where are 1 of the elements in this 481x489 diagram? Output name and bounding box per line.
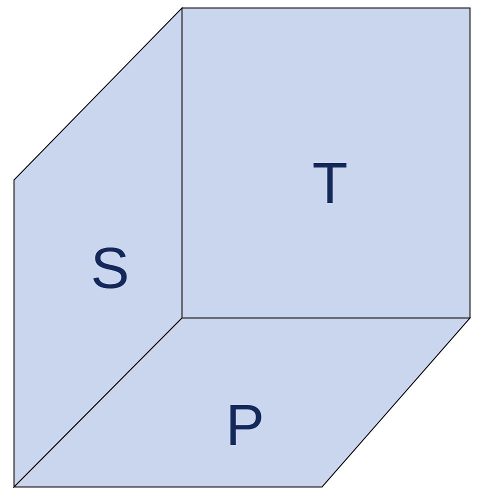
cube-face: T [182,8,470,318]
